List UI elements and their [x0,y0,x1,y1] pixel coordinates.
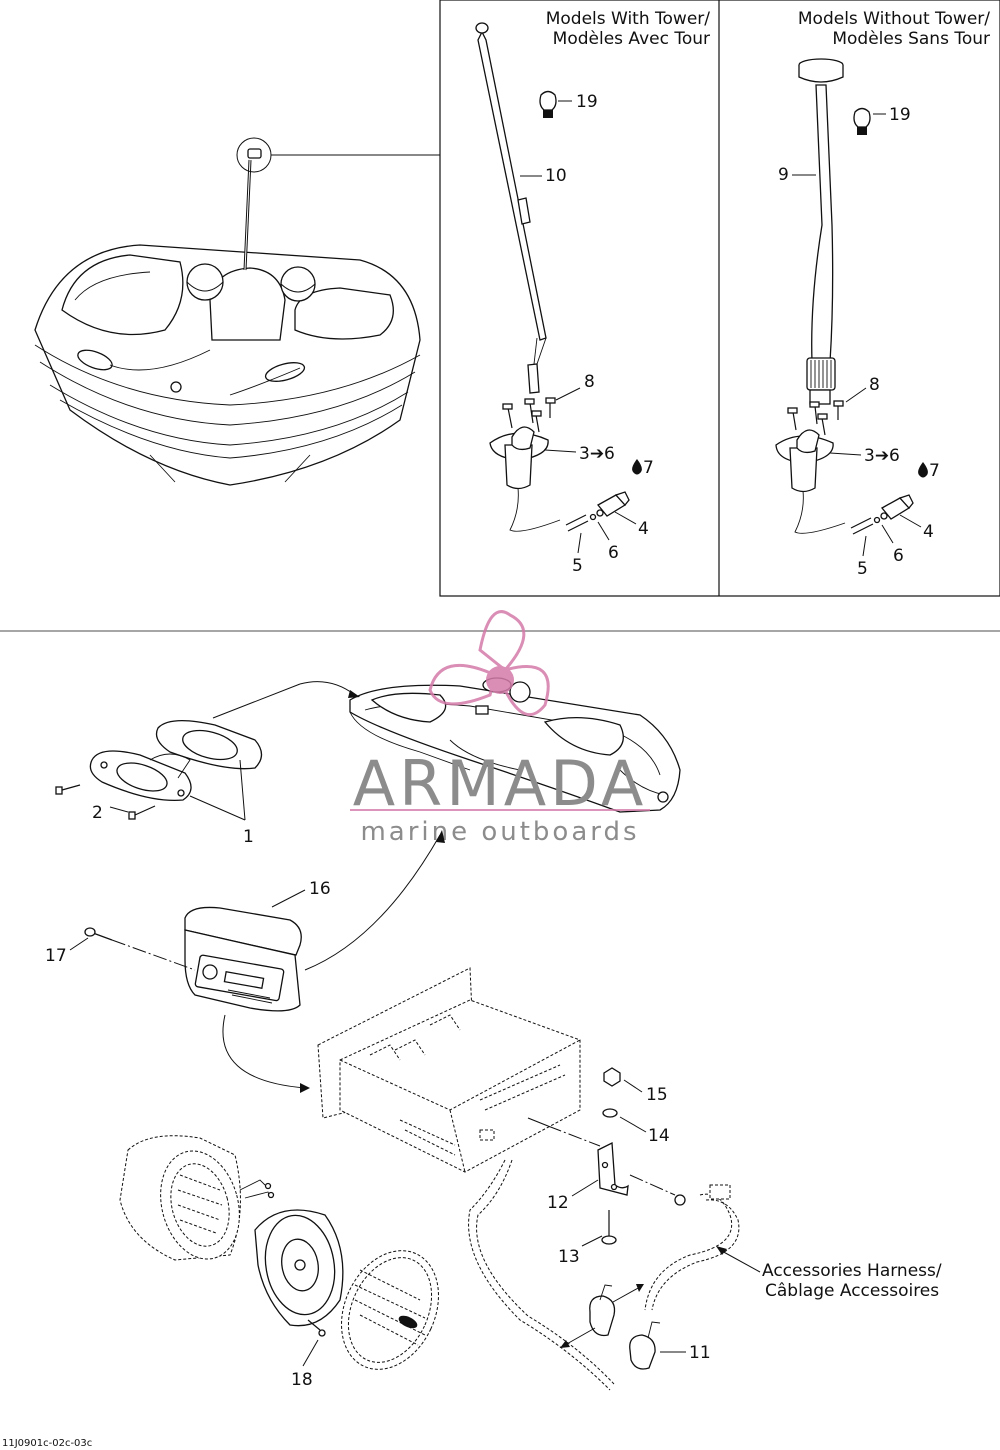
boat-illustration-top [34,137,440,486]
callout-4b: 4 [923,522,934,542]
callout-13: 13 [558,1247,580,1267]
connector [873,494,914,524]
speaker-bezel [89,720,263,802]
mounting-hardware [527,1067,686,1245]
callout-1: 1 [243,827,254,847]
callout-3-6b: 3➔6 [864,446,900,466]
callout-18: 18 [291,1370,313,1390]
callout-2: 2 [92,803,103,823]
pole-base [489,426,561,532]
callout-14: 14 [648,1126,670,1146]
callout-11: 11 [689,1343,711,1363]
bulb-icon [853,107,871,135]
callout-4: 4 [638,519,649,539]
callout-3-6: 3➔6 [579,444,615,464]
watermark-tagline: marine outboards [360,817,639,847]
callout-6: 6 [608,543,619,563]
panel-frames [439,0,1000,597]
grease-drop-icon [632,459,642,475]
panel-title-without-tower-en: Models Without Tower/ [798,9,990,29]
callout-19: 19 [576,92,598,112]
panel-with-tower: Models With Tower/ Modèles Avec Tour 19 … [475,9,711,576]
harness-label-en: Accessories Harness/ [762,1261,942,1281]
panel-title-without-tower-fr: Modèles Sans Tour [832,29,990,49]
grease-drop-icon [918,462,928,478]
callout-5b: 5 [857,559,868,579]
callout-12: 12 [547,1193,569,1213]
watermark-brand: ARMADA [353,747,647,820]
panel-without-tower: Models Without Tower/ Modèles Sans Tour … [775,9,990,579]
bulb-icon [539,90,557,118]
callout-7b: 7 [929,461,940,481]
speaker-assembly [119,1135,439,1370]
reference-code: 11J0901c-02c-03c [2,1438,92,1449]
harness-label-fr: Câblage Accessoires [765,1281,939,1301]
wire-clamps [560,1284,661,1370]
callout-7: 7 [643,458,654,478]
callout-5: 5 [572,556,583,576]
callout-19b: 19 [889,105,911,125]
radio-chassis [317,967,581,1173]
screw-group [502,397,556,433]
screw-group [787,400,844,436]
watermark-logo [428,610,550,716]
callout-8: 8 [584,372,595,392]
callout-6b: 6 [893,546,904,566]
callout-9: 9 [778,165,789,185]
callout-17: 17 [45,946,67,966]
callout-10: 10 [545,166,567,186]
panel-title-with-tower-fr: Modèles Avec Tour [553,29,710,49]
callout-15: 15 [646,1085,668,1105]
pole-base [775,429,846,534]
panel-title-with-tower-en: Models With Tower/ [546,9,711,29]
radio-faceplate [184,906,302,1012]
callout-16: 16 [309,879,331,899]
connector [589,491,630,521]
callout-8b: 8 [869,375,880,395]
